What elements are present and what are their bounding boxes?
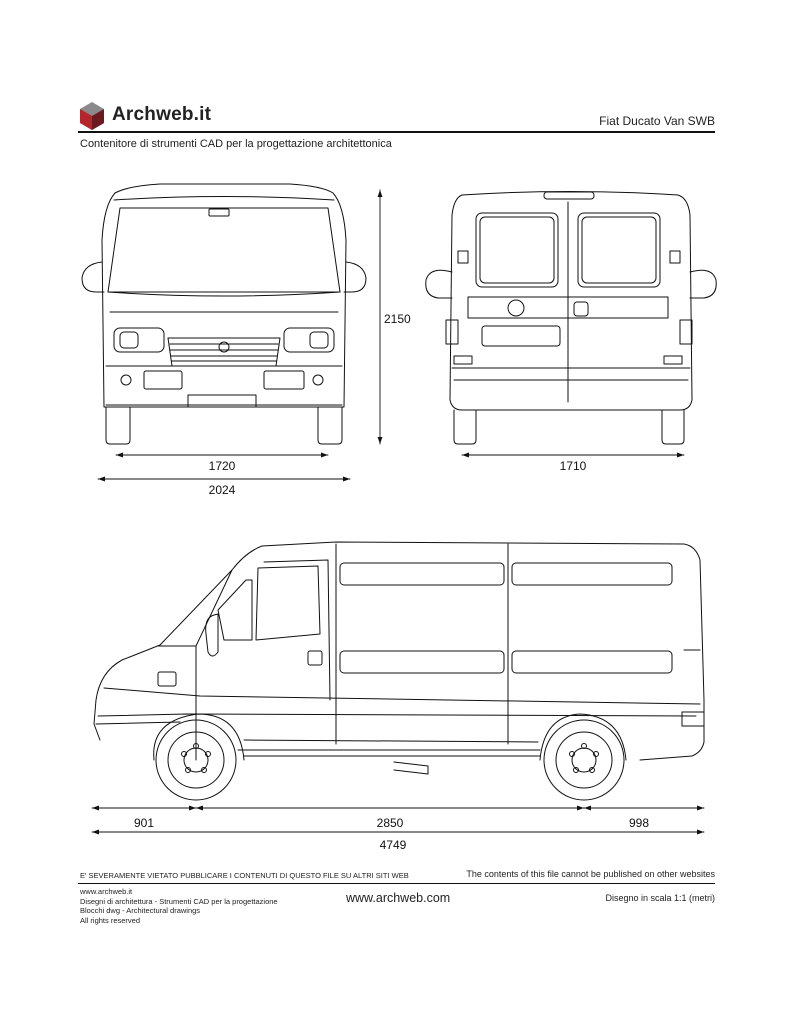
footer-warning-it: E' SEVERAMENTE VIETATO PUBBLICARE I CONT… (80, 871, 409, 880)
dim-rear-overhang: 998 (628, 816, 650, 830)
footer-warning-en: The contents of this file cannot be publ… (466, 869, 715, 879)
drawing-title: Fiat Ducato Van SWB (599, 114, 715, 128)
footer-line-4: All rights reserved (80, 915, 141, 925)
dim-total-length: 4749 (379, 838, 407, 852)
footer-line-1: www.archweb.it (80, 887, 133, 896)
footer-scale: Disegno in scala 1:1 (metri) (605, 893, 715, 903)
footer-line-3: Blocchi dwg - Architectural drawings (80, 906, 201, 915)
dim-front-width-inner: 1720 (208, 459, 236, 473)
header: Archweb.it Fiat Ducato Van SWB Contenito… (0, 0, 794, 150)
dim-height: 2150 (384, 312, 411, 326)
dimension-lines (91, 189, 705, 835)
brand-name: Archweb.it (112, 104, 212, 125)
dim-wheelbase: 2850 (376, 816, 404, 830)
header-rule (78, 131, 715, 133)
page-subtitle: Contenitore di strumenti CAD per la prog… (80, 138, 392, 150)
footer-info: www.archweb.it Disegni di architettura -… (80, 887, 278, 925)
side-view (93, 541, 705, 801)
rear-view (425, 191, 717, 445)
footer-line-2: Disegni di architettura - Strumenti CAD … (80, 896, 278, 906)
dim-front-overhang: 901 (133, 816, 155, 830)
footer-rule (78, 883, 715, 884)
footer-url: www.archweb.com (346, 891, 451, 905)
footer: E' SEVERAMENTE VIETATO PUBBLICARE I CONT… (0, 860, 794, 960)
front-view (81, 183, 367, 445)
archweb-logo-icon (80, 102, 104, 130)
dim-rear-width: 1710 (559, 459, 587, 473)
dim-front-width-outer: 2024 (208, 483, 236, 497)
